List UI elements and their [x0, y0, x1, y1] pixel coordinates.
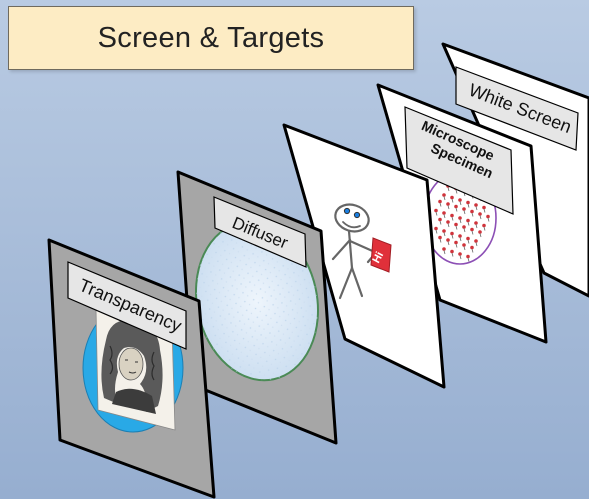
specimen-stalk — [475, 242, 478, 247]
specimen-dot — [458, 234, 462, 238]
specimen-dot — [450, 213, 454, 218]
microscope-label-box: Microscope Specimen — [404, 106, 514, 215]
specimen-stalk — [459, 237, 462, 242]
specimen-stalk — [443, 214, 446, 219]
specimen-stalk — [443, 250, 446, 255]
specimen-stalk — [479, 215, 482, 220]
specimen-stalk — [447, 187, 450, 192]
specimen-stalk — [435, 229, 438, 234]
specimen-dot — [454, 240, 458, 245]
specimen-stalk — [467, 257, 470, 262]
specimen-dot — [458, 252, 462, 256]
specimen-stalk — [443, 196, 446, 201]
hi-sign-text: Hi — [370, 250, 386, 265]
specimen-dot — [478, 212, 482, 216]
specimen-dot — [466, 236, 470, 241]
specimen-dot — [438, 199, 442, 204]
specimen-dot — [462, 207, 466, 211]
specimen-dot — [474, 221, 478, 225]
specimen-dot — [450, 195, 454, 200]
specimen-dot — [474, 203, 478, 207]
specimen-dot — [446, 238, 450, 242]
specimen-dot — [454, 222, 458, 227]
specimen-dot — [450, 231, 454, 236]
specimen-dot — [482, 223, 486, 228]
specimen-stalk — [459, 219, 462, 224]
specimen-stalk — [443, 232, 446, 237]
specimen-dot — [466, 254, 470, 259]
specimen-stalk — [471, 248, 474, 253]
specimen-dot — [446, 202, 450, 206]
transparency-panel: Transparency — [47, 238, 216, 499]
stick-figure — [331, 203, 385, 300]
specimen-stalk — [471, 212, 474, 217]
specimen-dot — [442, 211, 446, 215]
specimen-stalk — [471, 230, 474, 235]
specimen-dot — [470, 209, 474, 214]
specimen-dot — [442, 229, 446, 233]
specimen-dot — [442, 193, 446, 197]
specimen-dot — [446, 220, 450, 224]
diffuser-panel: Diffuser — [176, 170, 338, 445]
hi-sign: Hi — [370, 237, 392, 273]
specimen-stalk — [451, 198, 454, 203]
specimen-stalk — [467, 221, 470, 226]
specimen-stalk — [451, 234, 454, 239]
specimen-stalk — [435, 211, 438, 216]
specimen-stalk — [455, 207, 458, 212]
specimen-dot — [470, 245, 474, 250]
specimen-dot — [482, 205, 486, 210]
specimen-dot — [442, 247, 446, 251]
specimen-dot — [458, 198, 462, 202]
specimen-stalk — [475, 206, 478, 211]
title-box: Screen & Targets — [8, 6, 414, 70]
specimen-dot — [462, 225, 466, 229]
specimen-stalk — [463, 228, 466, 233]
specimen-stalk — [455, 189, 458, 194]
specimen-stalk — [459, 255, 462, 260]
page-title: Screen & Targets — [97, 21, 325, 54]
specimen-dot — [478, 230, 482, 234]
specimen-stalk — [463, 210, 466, 215]
specimen-stalk — [459, 201, 462, 206]
specimen-dot — [486, 214, 490, 219]
specimen-stalk — [439, 220, 442, 225]
specimen-dot — [466, 200, 470, 205]
specimen-stalk — [455, 243, 458, 248]
specimen-dot — [470, 227, 474, 232]
specimen-stalk — [439, 202, 442, 207]
specimen-dot — [434, 226, 438, 231]
specimen-dot — [450, 249, 454, 254]
microscope-panel: Microscope Specimen — [376, 83, 548, 344]
specimen-stalk — [451, 252, 454, 257]
specimen-stalk — [455, 225, 458, 230]
specimen-dot — [438, 217, 442, 222]
specimen-stalk — [467, 203, 470, 208]
specimen-dot — [434, 208, 438, 213]
specimen-stalk — [479, 233, 482, 238]
specimen-stalk — [463, 246, 466, 251]
specimen-stalk — [483, 208, 486, 213]
specimen-stalk — [467, 239, 470, 244]
specimen-stalk — [451, 216, 454, 221]
specimen-stalk — [439, 238, 442, 243]
specimen-dot — [474, 239, 478, 243]
specimen-dot — [438, 235, 442, 240]
specimen-dot — [462, 243, 466, 247]
specimen-dot — [454, 204, 458, 209]
white-screen-panel: White Screen — [441, 42, 589, 298]
specimen-stalk — [487, 217, 490, 222]
specimen-dot — [466, 218, 470, 223]
specimen-stalk — [447, 205, 450, 210]
portrait-image — [95, 308, 176, 431]
specimen-stalk — [475, 224, 478, 229]
specimen-stalk — [447, 223, 450, 228]
specimen-stalk — [483, 226, 486, 231]
specimen-dot — [458, 216, 462, 220]
specimen-stalk — [447, 241, 450, 246]
